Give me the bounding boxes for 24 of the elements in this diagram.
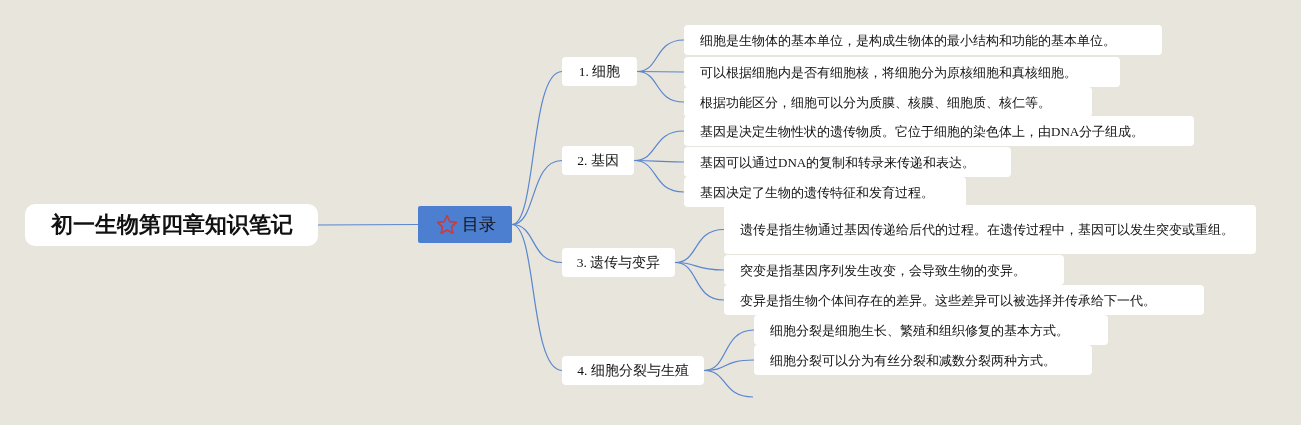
connector-line bbox=[674, 261, 725, 301]
note-box: 基因决定了生物的遗传特征和发育过程。 bbox=[684, 177, 966, 207]
topic-box: 目录 bbox=[418, 206, 512, 243]
note-box: 细胞分裂是细胞生长、繁殖和组织修复的基本方式。 bbox=[754, 315, 1108, 345]
note-box: 根据功能区分，细胞可以分为质膜、核膜、细胞质、核仁等。 bbox=[684, 87, 1092, 117]
note-box: 可以根据细胞内是否有细胞核，将细胞分为原核细胞和真核细胞。 bbox=[684, 57, 1120, 87]
note-box: 细胞分裂可以分为有丝分裂和减数分裂两种方式。 bbox=[754, 345, 1092, 375]
branch-box: 3. 遗传与变异 bbox=[562, 248, 675, 277]
title-box: 初一生物第四章知识笔记 bbox=[25, 204, 318, 246]
connector-line bbox=[511, 159, 563, 226]
note-box: 基因可以通过DNA的复制和转录来传递和表达。 bbox=[684, 147, 1011, 177]
note-box: 遗传是指生物通过基因传递给后代的过程。在遗传过程中，基因可以发生突变或重组。 bbox=[724, 205, 1256, 254]
branch-box: 2. 基因 bbox=[562, 146, 634, 175]
branch-box: 1. 细胞 bbox=[562, 57, 637, 86]
note-box: 基因是决定生物性状的遗传物质。它位于细胞的染色体上，由DNA分子组成。 bbox=[684, 116, 1194, 146]
connector-line bbox=[703, 369, 754, 398]
note-box: 突变是指基因序列发生改变，会导致生物的变异。 bbox=[724, 255, 1064, 285]
connector-line bbox=[636, 70, 685, 103]
connector-line bbox=[633, 159, 685, 193]
note-box: 变异是指生物个体间存在的差异。这些差异可以被选择并传承给下一代。 bbox=[724, 285, 1204, 315]
note-box: 细胞是生物体的基本单位，是构成生物体的最小结构和功能的基本单位。 bbox=[684, 25, 1162, 55]
connector-line bbox=[317, 223, 419, 226]
branch-box: 4. 细胞分裂与生殖 bbox=[562, 356, 704, 385]
connector-line bbox=[511, 223, 563, 372]
